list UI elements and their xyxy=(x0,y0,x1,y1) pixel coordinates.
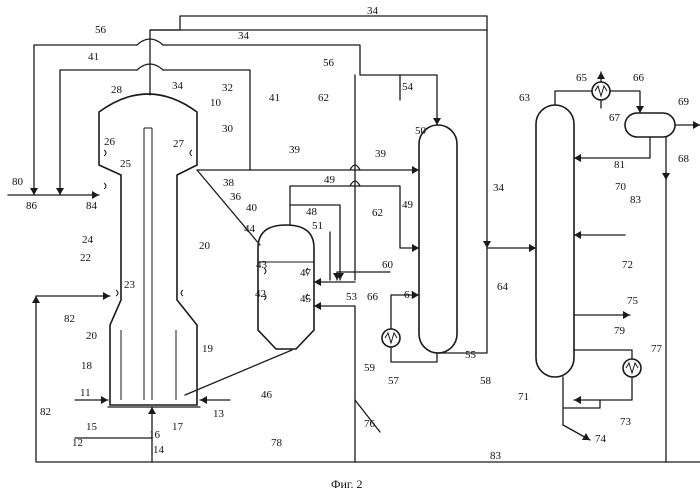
label-34-top: 34 xyxy=(367,5,379,17)
label-71: 71 xyxy=(518,391,529,403)
label-45: 45 xyxy=(300,293,312,305)
label-42: 42 xyxy=(255,288,266,300)
label-75: 75 xyxy=(627,295,639,307)
label-18: 18 xyxy=(81,360,93,372)
label-64: 64 xyxy=(497,281,509,293)
label-66-mid: 66 xyxy=(367,291,379,303)
label-68: 68 xyxy=(678,153,690,165)
label-69: 69 xyxy=(678,96,690,108)
label-25: 25 xyxy=(120,158,132,170)
label-34-right: 34 xyxy=(493,182,505,194)
label-79: 79 xyxy=(614,325,626,337)
label-24: 24 xyxy=(82,234,94,246)
label-54: 54 xyxy=(402,81,414,93)
label-53: 53 xyxy=(346,291,358,303)
label-55: 55 xyxy=(465,349,477,361)
regenerator-vessel xyxy=(258,225,314,349)
label-60: 60 xyxy=(382,259,394,271)
figure-caption: Фиг. 2 xyxy=(331,477,362,491)
label-83: 83 xyxy=(630,194,642,206)
label-27: 27 xyxy=(173,138,185,150)
label-16: 16 xyxy=(149,429,161,441)
heat-exchanger-59 xyxy=(382,329,400,347)
label-62-top: 62 xyxy=(318,92,329,104)
label-73: 73 xyxy=(620,416,632,428)
label-47: 47 xyxy=(300,267,312,279)
stripper-column-50 xyxy=(419,125,457,353)
label-15: 15 xyxy=(86,421,98,433)
label-67: 67 xyxy=(609,112,621,124)
label-30: 30 xyxy=(222,123,234,135)
label-86: 86 xyxy=(26,200,38,212)
heat-exchanger-65 xyxy=(592,82,610,100)
label-63: 63 xyxy=(519,92,531,104)
label-82-lower: 82 xyxy=(40,406,51,418)
label-12: 12 xyxy=(72,437,83,449)
label-66: 66 xyxy=(633,72,645,84)
label-22: 22 xyxy=(80,252,91,264)
label-65: 65 xyxy=(576,72,588,84)
label-34-second: 34 xyxy=(238,30,250,42)
label-62: 62 xyxy=(372,207,383,219)
label-49-top: 49 xyxy=(324,174,336,186)
label-41-right: 41 xyxy=(269,92,280,104)
label-32: 32 xyxy=(222,82,233,94)
label-34-reactor: 34 xyxy=(172,80,184,92)
label-38: 38 xyxy=(223,177,235,189)
label-44: 44 xyxy=(244,223,256,235)
reflux-drum-67 xyxy=(625,113,675,137)
label-23: 23 xyxy=(124,279,136,291)
label-17: 17 xyxy=(172,421,184,433)
label-36: 36 xyxy=(230,191,242,203)
label-28: 28 xyxy=(111,84,123,96)
label-19: 19 xyxy=(202,343,214,355)
label-14: 14 xyxy=(153,444,165,456)
label-83-bottom: 83 xyxy=(490,450,502,462)
label-84: 84 xyxy=(86,200,98,212)
label-13: 13 xyxy=(213,408,225,420)
label-59: 59 xyxy=(364,362,376,374)
label-39: 39 xyxy=(289,144,301,156)
label-41: 41 xyxy=(88,51,99,63)
label-72: 72 xyxy=(622,259,633,271)
label-74: 74 xyxy=(595,433,607,445)
label-26: 26 xyxy=(104,136,116,148)
fractionator-column-63 xyxy=(536,105,574,377)
label-70: 70 xyxy=(615,181,627,193)
label-20-lower: 20 xyxy=(86,330,98,342)
label-61: 61 xyxy=(404,289,415,301)
label-39-right: 39 xyxy=(375,148,387,160)
label-81: 81 xyxy=(614,159,625,171)
label-58: 58 xyxy=(480,375,492,387)
label-82-upper: 82 xyxy=(64,313,75,325)
label-80: 80 xyxy=(12,176,24,188)
label-56-top: 56 xyxy=(95,24,107,36)
label-20: 20 xyxy=(199,240,211,252)
label-40: 40 xyxy=(246,202,258,214)
label-77: 77 xyxy=(651,343,663,355)
label-11: 11 xyxy=(80,387,91,399)
label-46: 46 xyxy=(261,389,273,401)
label-43: 43 xyxy=(256,259,268,271)
label-76: 76 xyxy=(364,418,376,430)
label-78: 78 xyxy=(271,437,283,449)
label-48: 48 xyxy=(306,206,318,218)
label-51: 51 xyxy=(312,220,323,232)
label-50: 50 xyxy=(415,125,427,137)
label-49: 49 xyxy=(402,199,414,211)
label-10: 10 xyxy=(210,97,222,109)
label-56: 56 xyxy=(323,57,335,69)
heat-exchanger-77 xyxy=(623,359,641,377)
label-57: 57 xyxy=(388,375,400,387)
